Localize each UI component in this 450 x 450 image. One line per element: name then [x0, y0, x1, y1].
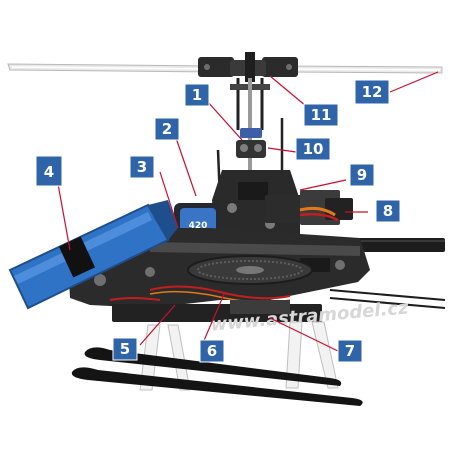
callout-5: 5 — [112, 337, 138, 361]
callout-11-label: 11 — [311, 106, 332, 124]
svg-text:420: 420 — [189, 221, 208, 231]
leader-line-9 — [299, 179, 347, 191]
callout-2-label: 2 — [162, 120, 172, 138]
leader-line-7 — [269, 317, 341, 353]
callout-6-label: 6 — [207, 342, 217, 360]
callout-10-label: 10 — [303, 140, 324, 158]
callout-boxes: 1 2 3 4 5 6 7 8 — [35, 79, 401, 363]
main-gear — [187, 255, 313, 285]
callout-3-label: 3 — [137, 158, 147, 176]
callout-12-label: 12 — [362, 83, 383, 101]
callout-4: 4 — [35, 155, 63, 187]
leader-lines — [57, 71, 439, 353]
leader-line-1 — [206, 100, 243, 141]
leader-line-11 — [269, 75, 307, 107]
leader-line-2 — [175, 137, 197, 197]
leader-line-6 — [201, 291, 226, 346]
callout-9: 9 — [349, 163, 375, 187]
rotor-head — [198, 52, 298, 82]
callout-8: 8 — [375, 199, 401, 223]
callout-2: 2 — [154, 117, 180, 141]
callout-12: 12 — [354, 79, 390, 105]
callout-5-label: 5 — [120, 340, 130, 358]
leader-line-4 — [57, 183, 71, 251]
tail-servo — [265, 190, 353, 225]
callout-3: 3 — [129, 155, 155, 179]
helicopter-illustration: 420 — [7, 52, 446, 406]
callout-10: 10 — [295, 137, 331, 161]
callout-7-label: 7 — [345, 342, 355, 360]
leader-line-5 — [139, 304, 176, 346]
callout-9-label: 9 — [357, 166, 367, 184]
callout-6: 6 — [199, 339, 225, 363]
leader-line-10 — [267, 147, 297, 153]
callout-1: 1 — [184, 83, 210, 107]
callout-8-label: 8 — [383, 202, 393, 220]
callout-4-label: 4 — [44, 163, 54, 181]
leader-line-3 — [159, 171, 179, 229]
callout-11: 11 — [303, 103, 339, 127]
landing-gear — [71, 321, 363, 406]
control-linkages — [216, 78, 284, 201]
leader-line-12 — [389, 71, 439, 93]
battery — [8, 200, 178, 310]
callout-1-label: 1 — [192, 86, 202, 104]
callout-7: 7 — [337, 339, 363, 363]
